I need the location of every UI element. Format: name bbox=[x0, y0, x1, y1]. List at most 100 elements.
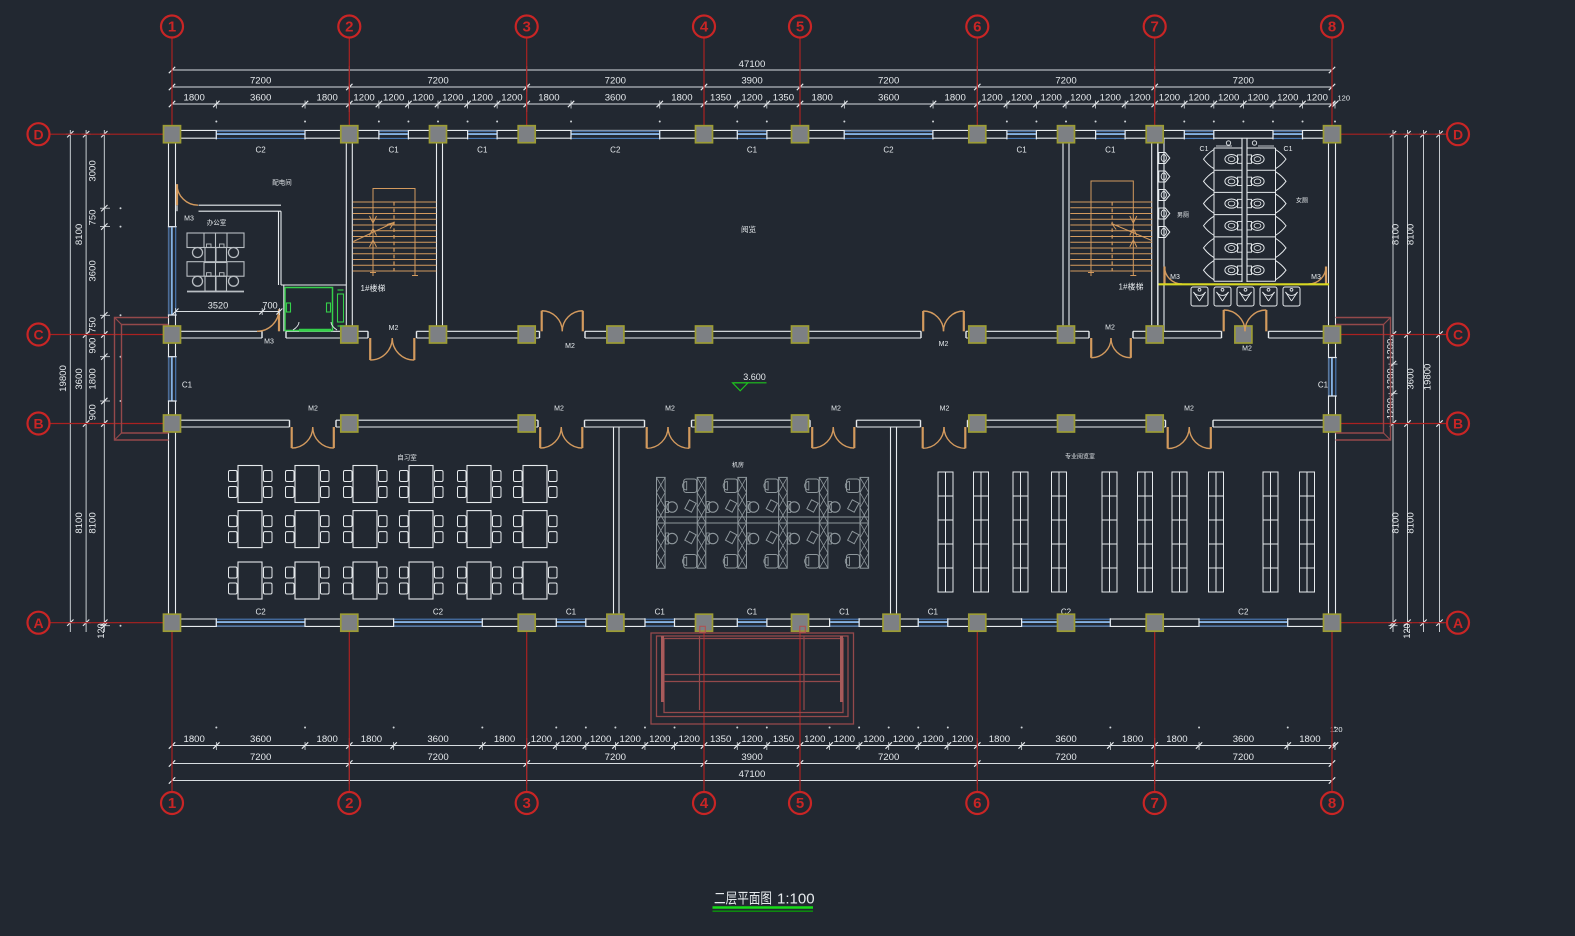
svg-text:120: 120 bbox=[1338, 93, 1351, 102]
svg-text:M2: M2 bbox=[565, 343, 575, 350]
svg-text:1200: 1200 bbox=[981, 92, 1002, 103]
svg-text:2: 2 bbox=[345, 19, 353, 36]
svg-text:1200: 1200 bbox=[590, 734, 611, 745]
svg-text:8100: 8100 bbox=[1391, 512, 1402, 533]
svg-text:C2: C2 bbox=[433, 608, 444, 617]
svg-text:C1: C1 bbox=[388, 146, 399, 155]
svg-text:8: 8 bbox=[1328, 19, 1336, 36]
svg-text:B: B bbox=[33, 416, 43, 432]
svg-text:M2: M2 bbox=[1242, 346, 1252, 353]
svg-text:7200: 7200 bbox=[878, 752, 899, 763]
svg-text:C1: C1 bbox=[747, 146, 758, 155]
svg-text:3600: 3600 bbox=[88, 260, 99, 281]
svg-text:3600: 3600 bbox=[74, 368, 85, 389]
svg-text:47100: 47100 bbox=[739, 59, 766, 70]
svg-text:1800: 1800 bbox=[184, 92, 205, 103]
svg-text:4: 4 bbox=[700, 19, 709, 36]
svg-text:1#楼梯: 1#楼梯 bbox=[361, 283, 386, 293]
svg-text:1200: 1200 bbox=[893, 734, 914, 745]
svg-text:1200: 1200 bbox=[472, 92, 493, 103]
svg-text:自习室: 自习室 bbox=[397, 453, 417, 462]
svg-text:C: C bbox=[1453, 327, 1463, 343]
svg-text:4: 4 bbox=[700, 795, 709, 812]
svg-text:1800: 1800 bbox=[1299, 734, 1320, 745]
svg-text:1200: 1200 bbox=[922, 734, 943, 745]
svg-text:1200: 1200 bbox=[1277, 92, 1298, 103]
svg-text:7: 7 bbox=[1151, 795, 1159, 812]
svg-text:7200: 7200 bbox=[1055, 76, 1076, 87]
svg-text:3.600: 3.600 bbox=[743, 372, 766, 382]
svg-text:7200: 7200 bbox=[427, 752, 448, 763]
svg-text:750: 750 bbox=[88, 209, 99, 225]
svg-text:C1: C1 bbox=[747, 608, 758, 617]
svg-text:3600: 3600 bbox=[250, 734, 271, 745]
svg-text:M3: M3 bbox=[1311, 274, 1321, 281]
svg-text:C1: C1 bbox=[1200, 146, 1209, 153]
svg-text:D: D bbox=[1453, 126, 1463, 142]
svg-text:女厕: 女厕 bbox=[1296, 197, 1308, 205]
svg-text:1350: 1350 bbox=[710, 734, 731, 745]
svg-text:1200: 1200 bbox=[1011, 92, 1032, 103]
svg-text:3600: 3600 bbox=[250, 92, 271, 103]
svg-text:1200: 1200 bbox=[834, 734, 855, 745]
svg-text:1200: 1200 bbox=[1159, 92, 1180, 103]
svg-text:M2: M2 bbox=[940, 406, 950, 413]
svg-text:120: 120 bbox=[1402, 623, 1412, 638]
svg-text:7200: 7200 bbox=[1233, 76, 1254, 87]
svg-text:1200: 1200 bbox=[1248, 92, 1269, 103]
svg-text:5: 5 bbox=[796, 19, 804, 36]
svg-text:C2: C2 bbox=[1238, 608, 1249, 617]
svg-text:1800: 1800 bbox=[184, 734, 205, 745]
svg-text:8100: 8100 bbox=[74, 224, 85, 245]
svg-text:3900: 3900 bbox=[741, 752, 762, 763]
svg-text:1800: 1800 bbox=[1122, 734, 1143, 745]
svg-text:1800: 1800 bbox=[361, 734, 382, 745]
svg-text:1200: 1200 bbox=[383, 92, 404, 103]
svg-text:C2: C2 bbox=[255, 608, 266, 617]
svg-text:C2: C2 bbox=[610, 146, 621, 155]
svg-text:7200: 7200 bbox=[1055, 752, 1076, 763]
svg-text:M2: M2 bbox=[831, 406, 841, 413]
svg-text:1800: 1800 bbox=[812, 92, 833, 103]
svg-text:C1: C1 bbox=[928, 608, 939, 617]
svg-text:3: 3 bbox=[523, 795, 531, 812]
svg-text:120: 120 bbox=[96, 623, 106, 638]
svg-text:配电间: 配电间 bbox=[272, 178, 292, 187]
svg-text:1200: 1200 bbox=[560, 734, 581, 745]
svg-text:1200: 1200 bbox=[1100, 92, 1121, 103]
svg-text:机房: 机房 bbox=[732, 461, 744, 469]
svg-text:1: 1 bbox=[168, 19, 176, 36]
svg-text:1350: 1350 bbox=[710, 92, 731, 103]
svg-text:M2: M2 bbox=[665, 406, 675, 413]
svg-text:1200: 1200 bbox=[353, 92, 374, 103]
svg-text:A: A bbox=[33, 615, 43, 631]
svg-text:6: 6 bbox=[973, 795, 981, 812]
svg-text:1#楼梯: 1#楼梯 bbox=[1119, 282, 1144, 292]
svg-text:阅览: 阅览 bbox=[741, 224, 756, 234]
svg-text:3600: 3600 bbox=[605, 92, 626, 103]
svg-text:700: 700 bbox=[262, 301, 277, 311]
svg-text:1800: 1800 bbox=[989, 734, 1010, 745]
svg-text:1200: 1200 bbox=[501, 92, 522, 103]
svg-text:8100: 8100 bbox=[1391, 224, 1402, 245]
svg-text:3600: 3600 bbox=[1233, 734, 1254, 745]
svg-text:B: B bbox=[1453, 416, 1463, 432]
svg-text:M3: M3 bbox=[264, 339, 274, 346]
svg-text:1800: 1800 bbox=[671, 92, 692, 103]
svg-text:7200: 7200 bbox=[250, 752, 271, 763]
svg-text:1200: 1200 bbox=[531, 734, 552, 745]
svg-text:3000: 3000 bbox=[88, 160, 99, 181]
svg-text:3600: 3600 bbox=[1406, 368, 1417, 389]
svg-text:C1: C1 bbox=[1105, 146, 1116, 155]
svg-text:900: 900 bbox=[88, 338, 99, 354]
svg-text:1200: 1200 bbox=[442, 92, 463, 103]
svg-text:900: 900 bbox=[88, 404, 99, 420]
svg-text:1800: 1800 bbox=[317, 734, 338, 745]
svg-text:1200: 1200 bbox=[1188, 92, 1209, 103]
svg-text:1200: 1200 bbox=[863, 734, 884, 745]
svg-text:C1: C1 bbox=[477, 146, 488, 155]
svg-text:专业阅览室: 专业阅览室 bbox=[1065, 453, 1095, 461]
svg-text:M2: M2 bbox=[1105, 325, 1115, 332]
svg-text:3600: 3600 bbox=[878, 92, 899, 103]
svg-text:1800: 1800 bbox=[317, 92, 338, 103]
